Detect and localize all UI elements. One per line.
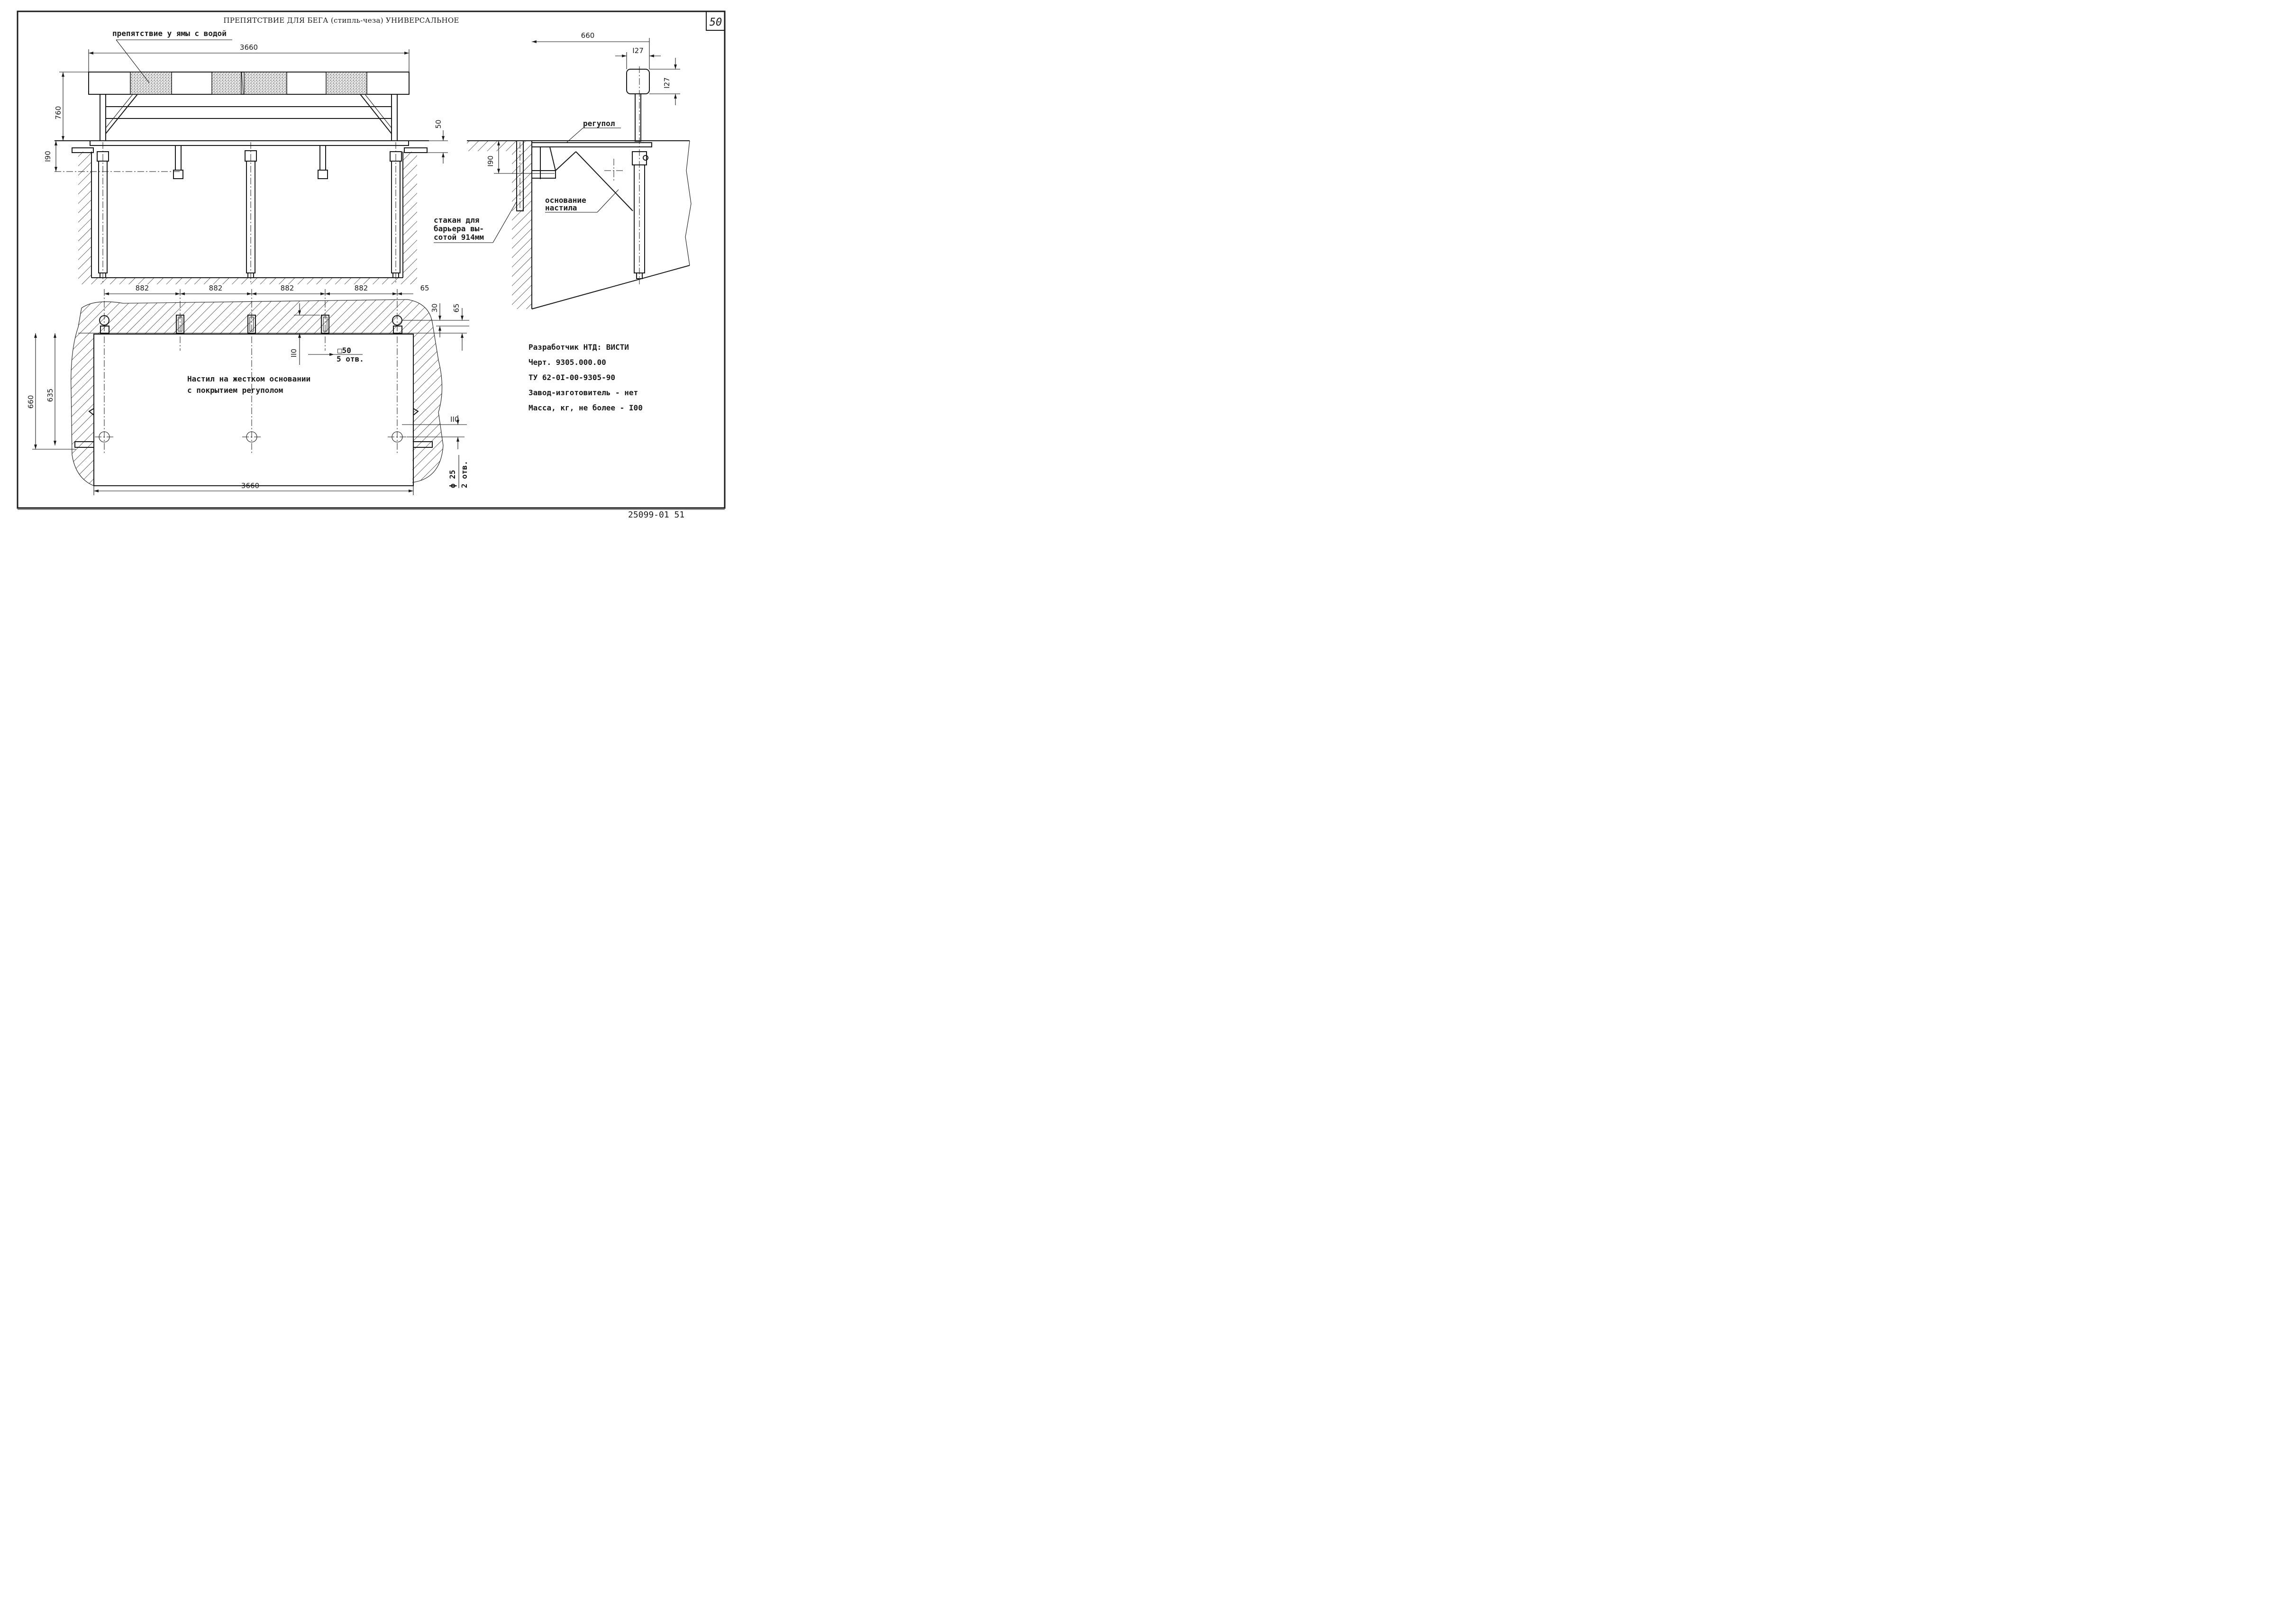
drawing-title: ПРЕПЯТСТВИЕ ДЛЯ БЕГА (стипль-чеза) УНИВЕ… [223,16,459,25]
short-post [173,145,183,179]
doc-number: 25099-01 51 [628,510,684,520]
barrier-padding [130,72,172,95]
label-cup-line2: барьера вы- [434,224,484,233]
support-post [97,142,109,284]
sheet-frame [17,10,726,510]
dim-span-1: 882 [136,284,149,292]
base-plate [90,140,409,146]
info-developer: Разработчик НТД: ВИСТИ [528,343,629,352]
side-top-bar [626,69,650,94]
support-post [390,142,402,284]
barrier-padding [244,72,287,95]
dim-plan-width: 3660 [241,481,259,490]
dim-span-4: 882 [355,284,368,292]
plan-view: 882 882 882 882 65 30 65 II0 □50 5 отв. … [27,284,469,495]
dim-side-width: 660 [581,31,595,40]
info-manufacturer: Завод-изготовитель - нет [528,388,638,397]
note-round-count: 2 отв. [460,461,469,488]
label-water-pit-obstacle: препятствие у ямы с водой [112,29,227,38]
dim-plan-inner: 635 [46,389,55,402]
info-spec: ТУ 62-0I-00-9305-90 [528,373,615,382]
dim-front-width: 3660 [240,43,258,52]
dim-front-depth: I90 [44,151,52,162]
dim-plan-height: 660 [27,395,35,409]
label-base-line2: настила [545,203,577,212]
dim-front-offset: 50 [434,119,443,128]
barrier-padding [326,72,367,95]
label-deck-line1: Настил на жестком основании [187,374,310,383]
support-post [245,142,257,284]
dim-span-2: 882 [209,284,223,292]
dim-30: 30 [430,303,439,312]
label-cup-line1: стакан для [434,216,479,225]
technical-drawing: ПРЕПЯТСТВИЕ ДЛЯ БЕГА (стипль-чеза) УНИВЕ… [17,10,726,520]
side-view: 660 I27 I27 I90 регупол основание настил… [434,31,692,309]
label-regupol: регупол [583,119,615,128]
dim-edge-offset: 65 [420,284,429,292]
dim-span-3: 882 [281,284,294,292]
note-hole-count: 5 отв. [337,354,364,363]
barrier-padding [211,72,242,95]
dim-65: 65 [452,303,461,312]
info-block: Разработчик НТД: ВИСТИ Черт. 9305.000.00… [528,343,643,412]
label-cup-line3: сотой 914мм [434,233,484,242]
sheet-number: 50 [710,17,722,28]
deck-area [93,334,414,486]
dim-side-depth: I90 [486,155,495,167]
dim-side-bar-h: I27 [663,77,671,89]
dim-side-bar-w: I27 [632,46,644,55]
label-base-line1: основание [545,196,586,205]
dim-110-right: II0 [450,415,459,424]
note-round-hole: ϕ 25 [448,470,457,488]
info-mass: Масса, кг, не более - I00 [528,403,643,412]
note-hole-square: □50 [337,346,351,355]
dim-front-height: 760 [54,106,63,120]
short-post [318,145,328,179]
info-drawing: Черт. 9305.000.00 [528,358,606,367]
front-view: 3660 760 I90 50 препятствие у ямы с водо… [44,29,448,284]
label-deck-line2: с покрытием регуполом [187,386,283,395]
dim-110-left: II0 [290,349,298,357]
